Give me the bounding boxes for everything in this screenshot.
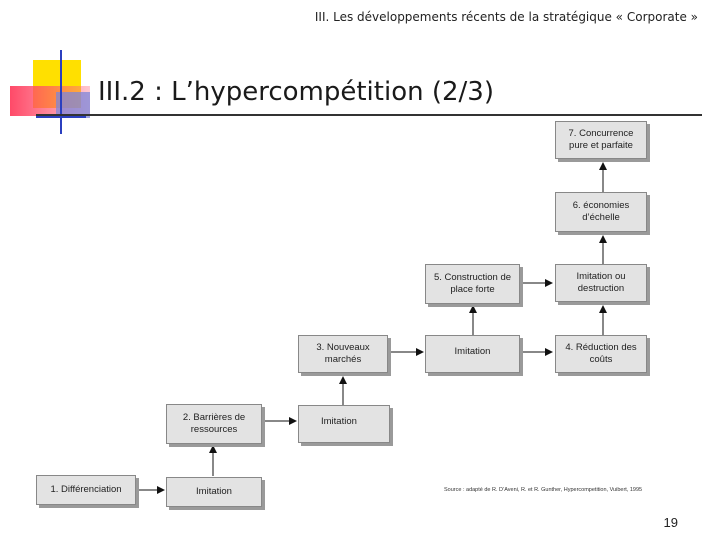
source-note: Source : adapté de R. D’Aveni, R. et R. …: [444, 487, 643, 493]
step-1-label: 1. Différenciation: [50, 484, 122, 495]
imitation-box-upper: Imitation: [425, 335, 520, 373]
title-divider: [36, 114, 702, 116]
step-5-label: 5. Construction de place forte: [433, 272, 512, 295]
imitation-middle-label: Imitation: [321, 416, 357, 427]
step-2-label: 2. Barrières de ressources: [182, 412, 246, 435]
step-3-new-markets: 3. Nouveaux marchés: [298, 335, 388, 373]
step-4-label: 4. Réduction des coûts: [565, 342, 637, 365]
step-5-stronghold: 5. Construction de place forte: [425, 264, 520, 304]
imitation-bottom-label: Imitation: [196, 486, 232, 497]
step-2-resource-barriers: 2. Barrières de ressources: [166, 404, 262, 444]
section-header: III. Les développements récents de la st…: [314, 10, 698, 24]
step-1-differentiation: 1. Différenciation: [36, 475, 136, 505]
page-number: 19: [663, 515, 678, 530]
imitation-or-destruction-box: Imitation ou destruction: [555, 264, 647, 302]
step-3-label: 3. Nouveaux marchés: [316, 342, 370, 365]
imitation-box-middle: Imitation: [298, 405, 390, 443]
slide-title: III.2 : L’hypercompétition (2/3): [98, 77, 494, 107]
imitation-upper-label: Imitation: [454, 346, 491, 357]
step-7-label: 7. Concurrence pure et parfaite: [568, 128, 634, 151]
step-6-label: 6. économies d’échelle: [572, 200, 630, 223]
step-7-perfect-competition: 7. Concurrence pure et parfaite: [555, 121, 647, 159]
step-6-economies-of-scale: 6. économies d’échelle: [555, 192, 647, 232]
imitation-box-bottom: Imitation: [166, 477, 262, 507]
step-4-cost-reduction: 4. Réduction des coûts: [555, 335, 647, 373]
imitation-destruction-label: Imitation ou destruction: [576, 271, 626, 294]
